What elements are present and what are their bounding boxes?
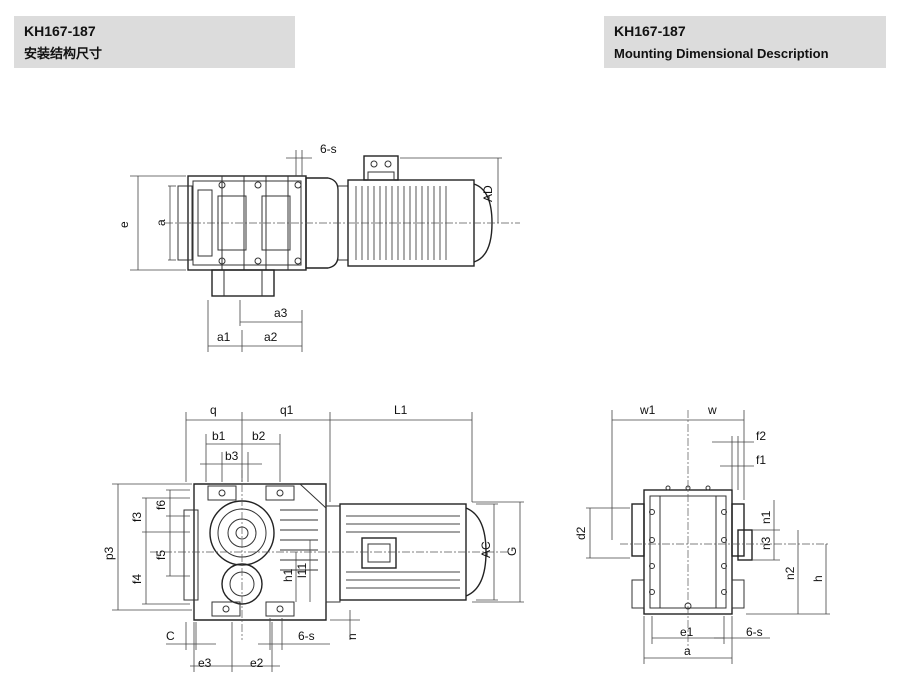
label-e3: e3 [198, 656, 212, 670]
label-d2: d2 [574, 526, 588, 540]
label-6-s: 6-s [746, 625, 763, 639]
label-e: e [117, 221, 131, 228]
label-f1: f1 [756, 453, 766, 467]
label-f2: f2 [756, 429, 766, 443]
label-6-s: 6-s [298, 629, 315, 643]
model-subtitle: 安装结构尺寸 [24, 46, 103, 61]
label-6-s: 6-s [320, 142, 337, 156]
label-f6: f6 [154, 500, 168, 510]
label-q1: q1 [280, 403, 294, 417]
top-output-shaft [211, 269, 275, 297]
label-h: h [811, 575, 825, 582]
label-n: n [345, 633, 359, 640]
label-a1: a1 [217, 330, 231, 344]
label-q: q [210, 403, 217, 417]
front-motor-fins [346, 515, 460, 589]
label-a: a [154, 219, 168, 226]
model-subtitle: Mounting Dimensional Description [614, 46, 829, 61]
top-terminal-box [363, 155, 399, 181]
label-f4: f4 [130, 574, 144, 584]
label-l1: L1 [394, 403, 408, 417]
model-title: KH167-187 [24, 23, 96, 39]
label-n2: n2 [783, 566, 797, 580]
label-a3: a3 [274, 306, 288, 320]
side-output-shaft [737, 529, 753, 561]
label-p3: p3 [102, 546, 116, 560]
header-left: KH167-187 安装结构尺寸 [14, 16, 295, 68]
label-e1: e1 [680, 625, 694, 639]
label-ac: AC [479, 541, 493, 558]
label-f3: f3 [130, 512, 144, 522]
label-h1: h1 [281, 568, 295, 582]
label-g: G [505, 547, 519, 556]
label-c: C [166, 629, 175, 643]
header-right: KH167-187 Mounting Dimensional Descripti… [604, 16, 886, 68]
label-l11: l11 [295, 563, 309, 578]
label-n1: n1 [759, 510, 773, 524]
label-b1: b1 [212, 429, 226, 443]
label-f5: f5 [154, 550, 168, 560]
label-w1: w1 [639, 403, 656, 417]
label-n3: n3 [759, 536, 773, 550]
model-title: KH167-187 [614, 23, 686, 39]
label-b3: b3 [225, 449, 239, 463]
front-view: q q1 L1 b1 b2 b3 p3 f3 f4 f6 f5 h1 l1 [102, 403, 524, 672]
side-view: w1 w f2 f1 d2 n1 n3 n2 h e1 6-s [574, 403, 830, 664]
label-e2: e2 [250, 656, 264, 670]
label-b2: b2 [252, 429, 266, 443]
top-view: e a AD 6-s a3 a1 a2 [117, 142, 520, 352]
label-a: a [684, 644, 691, 658]
label-ad: AD [481, 185, 495, 202]
label-w: w [707, 403, 717, 417]
label-a2: a2 [264, 330, 278, 344]
top-motor-fins [355, 186, 447, 260]
